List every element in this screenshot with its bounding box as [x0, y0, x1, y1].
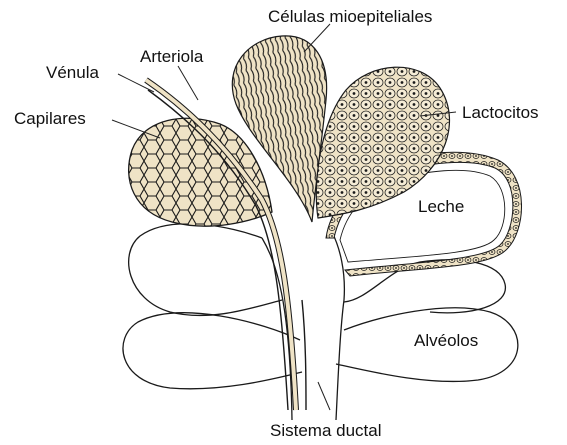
venule-vessel-branch: [302, 300, 306, 410]
ductal-stem-right: [332, 232, 344, 420]
label-mioepiteliales: Células mioepiteliales: [268, 7, 432, 26]
label-sistema-ductal: Sistema ductal: [270, 421, 382, 440]
leader-arteriola: [178, 66, 198, 100]
label-capilares: Capilares: [14, 109, 86, 128]
label-alveolos: Alvéolos: [414, 331, 478, 350]
alveolus-left-lower: [123, 313, 302, 389]
leader-sistema-ductal: [318, 382, 330, 410]
empty-alveoli: [123, 224, 518, 420]
label-venula: Vénula: [46, 63, 99, 82]
alveolus-left-upper: [129, 224, 282, 316]
label-leche: Leche: [418, 197, 464, 216]
label-lactocitos: Lactocitos: [462, 103, 539, 122]
leader-mioepiteliales: [304, 24, 330, 52]
label-arteriola: Arteriola: [140, 47, 204, 66]
